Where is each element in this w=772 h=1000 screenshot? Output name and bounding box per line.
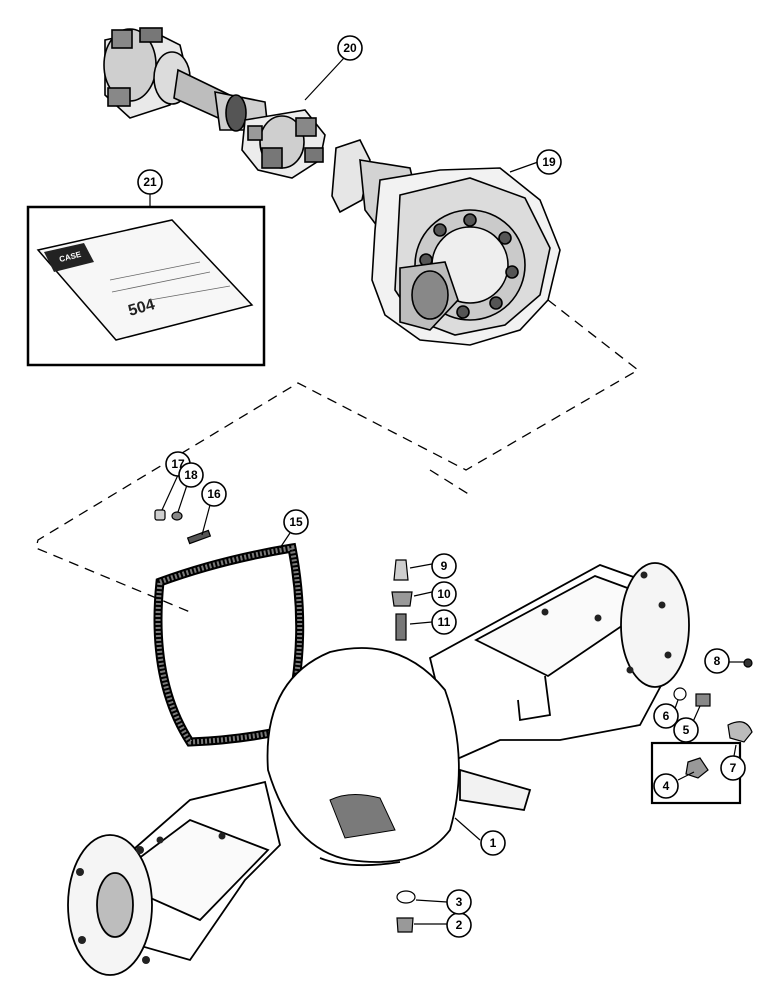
callout-1: 1 bbox=[480, 830, 506, 856]
callout-6-label: 6 bbox=[663, 709, 670, 723]
callout-16: 16 bbox=[201, 481, 227, 507]
part-10-cap bbox=[391, 591, 413, 607]
callout-19: 19 bbox=[536, 149, 562, 175]
axle-housing bbox=[67, 562, 690, 976]
callout-8-label: 8 bbox=[714, 654, 721, 668]
part-2-plug bbox=[396, 917, 414, 933]
callout-21-label: 21 bbox=[143, 175, 157, 189]
callout-4-label: 4 bbox=[663, 779, 670, 793]
callout-1-label: 1 bbox=[490, 836, 497, 850]
drive-shaft-assembly bbox=[103, 27, 326, 179]
callout-10: 10 bbox=[431, 581, 457, 607]
small-parts bbox=[154, 509, 753, 933]
part-7-elbow bbox=[727, 721, 753, 743]
differential-assembly bbox=[331, 139, 561, 346]
part-18-washer bbox=[171, 511, 183, 521]
part-9-fitting bbox=[393, 559, 409, 581]
part-3-washer bbox=[396, 890, 416, 904]
callout-15: 15 bbox=[283, 509, 309, 535]
callout-7: 7 bbox=[720, 755, 746, 781]
part-11-pin bbox=[395, 613, 407, 641]
callout-8: 8 bbox=[704, 648, 730, 674]
callout-18-label: 18 bbox=[184, 468, 198, 482]
part-8-plug bbox=[743, 658, 753, 668]
callout-18: 18 bbox=[178, 462, 204, 488]
callouts: 1 2 3 4 5 6 7 8 bbox=[137, 35, 746, 938]
callout-9: 9 bbox=[431, 553, 457, 579]
callout-3: 3 bbox=[446, 889, 472, 915]
part-17-nut bbox=[154, 509, 166, 521]
callout-2-label: 2 bbox=[456, 918, 463, 932]
callout-6: 6 bbox=[653, 703, 679, 729]
callout-9-label: 9 bbox=[441, 559, 448, 573]
callout-11-label: 11 bbox=[438, 615, 451, 629]
callout-4: 4 bbox=[653, 773, 679, 799]
callout-20-label: 20 bbox=[343, 41, 357, 55]
callout-7-label: 7 bbox=[730, 761, 737, 775]
callout-10-label: 10 bbox=[437, 587, 451, 601]
callout-5: 5 bbox=[673, 717, 699, 743]
part-6-washer bbox=[673, 687, 687, 701]
assembly-dashed-line bbox=[35, 299, 640, 613]
kit-product-label: 504 bbox=[126, 296, 156, 320]
callout-19-label: 19 bbox=[542, 155, 556, 169]
callout-2: 2 bbox=[446, 912, 472, 938]
callout-16-label: 16 bbox=[207, 487, 221, 501]
part-5-plug bbox=[695, 693, 711, 707]
callout-11: 11 bbox=[431, 609, 457, 635]
part-16-stud bbox=[186, 529, 212, 545]
callout-5-label: 5 bbox=[683, 723, 690, 737]
callout-15-label: 15 bbox=[289, 515, 303, 529]
sealant-kit-package: CASE 504 bbox=[36, 219, 254, 341]
callout-20: 20 bbox=[337, 35, 363, 61]
callout-21: 21 bbox=[137, 169, 163, 195]
callout-3-label: 3 bbox=[456, 895, 463, 909]
